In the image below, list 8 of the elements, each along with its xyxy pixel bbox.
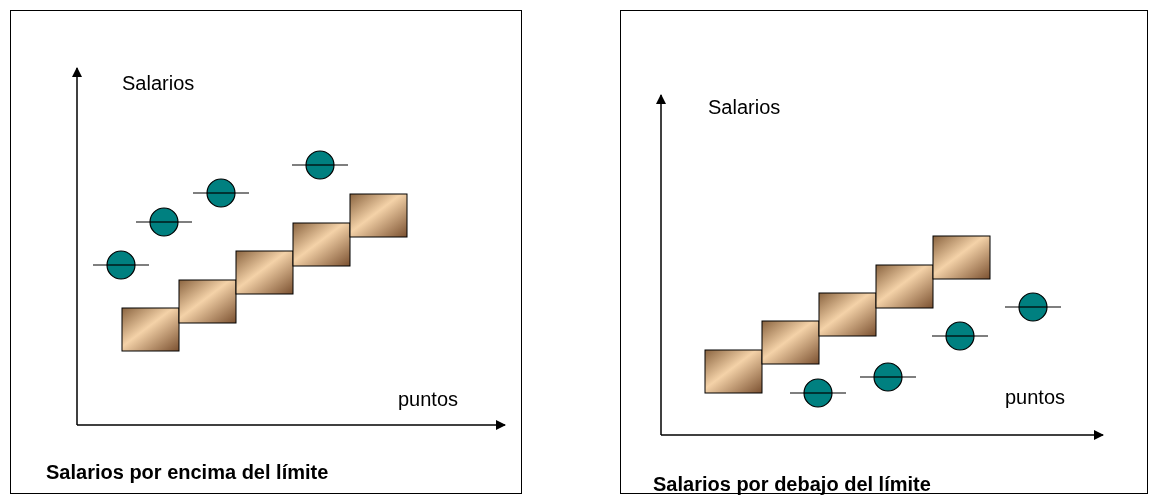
axis-label: Salarios	[708, 96, 781, 119]
panel-caption: Salarios por debajo del límite	[653, 473, 931, 496]
chart-panel	[620, 10, 1148, 494]
panel-caption: Salarios por encima del límite	[46, 461, 329, 484]
chart-panel	[10, 10, 522, 494]
axis-label: Salarios	[122, 72, 195, 95]
axis-label: puntos	[1005, 386, 1066, 409]
axis-label: puntos	[398, 388, 459, 411]
